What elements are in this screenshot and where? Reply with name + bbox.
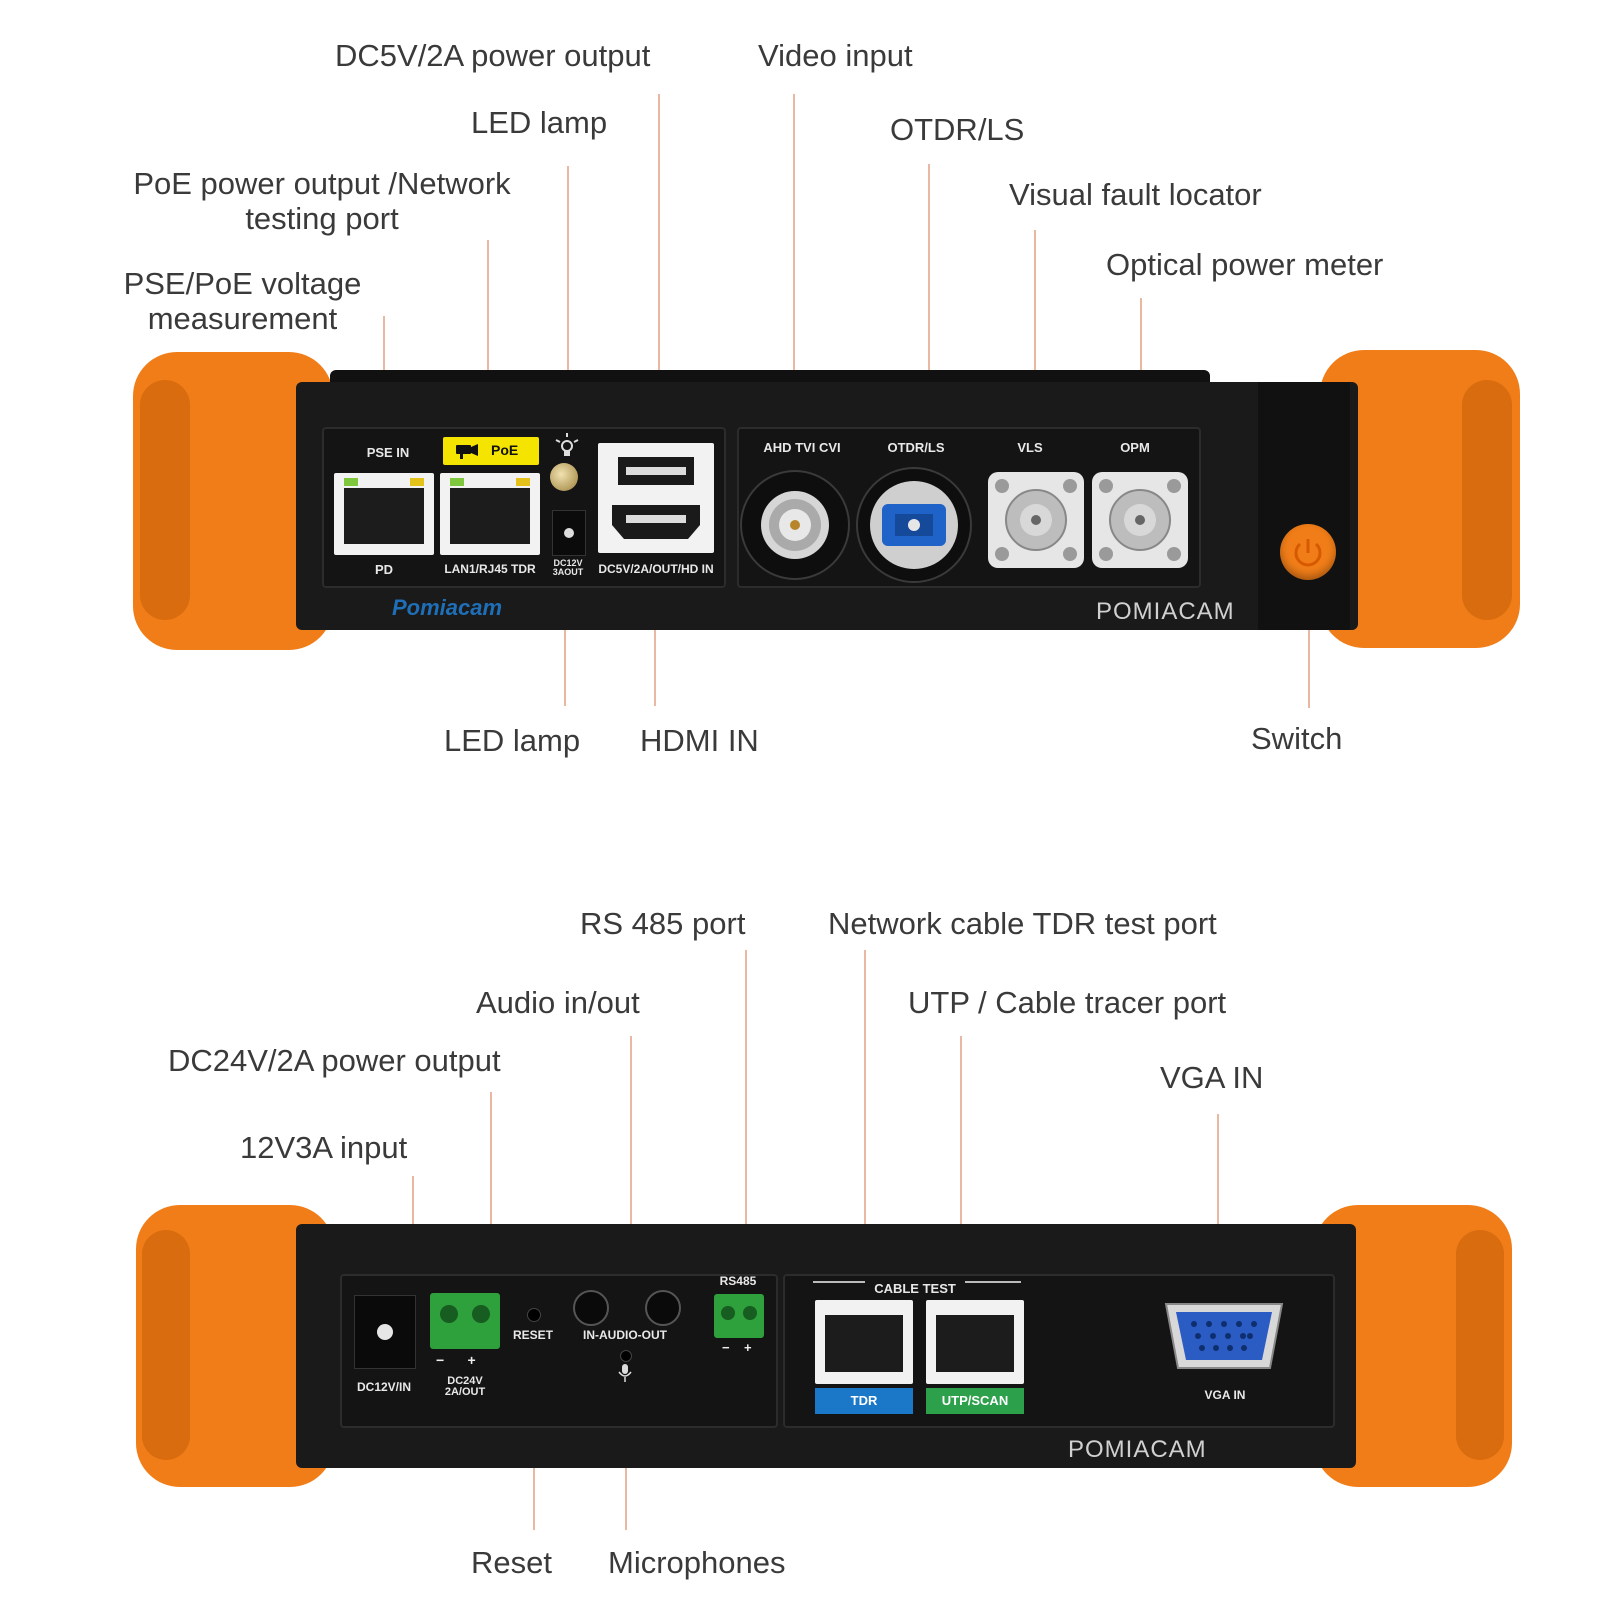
dc24v-polarity: − +: [436, 1352, 476, 1368]
opm-fc-connector[interactable]: [1092, 472, 1188, 568]
label-dc12v-out: DC12V 3AOUT: [552, 558, 584, 577]
label-pse-in: PSE IN: [366, 445, 410, 460]
leader-network-tdr: [864, 950, 866, 1270]
callout-visual-fault-locator: Visual fault locator: [1009, 177, 1262, 212]
label-tdr: TDR: [850, 1393, 878, 1408]
leader-rs485: [745, 950, 747, 1266]
callout-poe-network-port: PoE power output /Network testing port: [112, 166, 532, 236]
label-vga-in: VGA IN: [1204, 1388, 1246, 1402]
callout-dc24v-power-output: DC24V/2A power output: [168, 1043, 501, 1078]
label-opm: OPM: [1120, 440, 1150, 455]
vls-fc-connector[interactable]: [988, 472, 1084, 568]
leader-opm: [1140, 298, 1142, 416]
callout-poe-network-line2: testing port: [245, 201, 399, 236]
label-vls: VLS: [1017, 440, 1043, 455]
hdmi-port[interactable]: [612, 505, 700, 539]
label-dc24v-out: DC24V 2A/OUT: [444, 1375, 486, 1398]
callout-12v3a-input: 12V3A input: [240, 1130, 408, 1165]
callout-hdmi-in: HDMI IN: [640, 723, 759, 758]
callout-led-lamp-bottom: LED lamp: [444, 723, 581, 758]
vga-in-port[interactable]: [1162, 1300, 1286, 1372]
usb-port[interactable]: [618, 457, 694, 485]
label-reset: RESET: [512, 1328, 553, 1342]
watermark-top: POMIACAM: [1096, 598, 1235, 625]
label-pd: PD: [374, 562, 394, 577]
callout-vga-in: VGA IN: [1160, 1060, 1264, 1095]
lan1-rj45-port[interactable]: [440, 473, 540, 555]
reset-pinhole[interactable]: [527, 1308, 541, 1322]
leader-pse-poe: [383, 316, 385, 416]
audio-out-jack[interactable]: [645, 1290, 681, 1326]
callout-rs485-port: RS 485 port: [580, 906, 746, 941]
leader-utp: [960, 1036, 962, 1270]
leader-audio: [630, 1036, 632, 1274]
microphone-hole: [620, 1350, 632, 1362]
tdr-badge: TDR: [815, 1388, 913, 1414]
poe-badge-label: PoE: [491, 442, 519, 458]
tdr-rj45-port[interactable]: [815, 1300, 913, 1384]
bnc-video-connector[interactable]: [740, 470, 850, 580]
leader-switch: [1308, 590, 1310, 708]
label-cable-test: CABLE TEST: [865, 1281, 965, 1296]
poe-badge: PoE: [443, 437, 539, 465]
utp-scan-rj45-port[interactable]: [926, 1300, 1024, 1384]
callout-led-lamp-top: LED lamp: [471, 105, 608, 140]
leader-led-lamp-top: [567, 166, 569, 416]
dc12v-in-jack[interactable]: [354, 1295, 416, 1369]
left-bumper-shade-bottom: [142, 1230, 190, 1460]
microphone-icon: [618, 1364, 632, 1382]
leader-dc24v: [490, 1092, 492, 1274]
label-rs485: RS485: [719, 1274, 757, 1288]
leader-vfl: [1034, 230, 1036, 416]
label-otdr-ls: OTDR/LS: [887, 440, 945, 455]
power-switch-button[interactable]: [1280, 524, 1336, 580]
label-dc12v-in: DC12V/IN: [356, 1380, 412, 1394]
label-dc5v-out-hd-in: DC5V/2A/OUT/HD IN: [598, 562, 714, 576]
callout-dc5v-power-output: DC5V/2A power output: [335, 38, 651, 73]
pse-in-rj45-port[interactable]: [334, 473, 434, 555]
callout-optical-power-meter: Optical power meter: [1106, 247, 1384, 282]
label-lan1-rj45-tdr: LAN1/RJ45 TDR: [444, 562, 536, 576]
label-utp-scan: UTP/SCAN: [941, 1393, 1009, 1408]
led-lamp: [550, 463, 578, 491]
right-bumper-shade-top: [1462, 380, 1512, 620]
rs485-terminal-block[interactable]: [714, 1294, 764, 1338]
leader-dc5v: [658, 94, 660, 416]
callout-network-cable-tdr: Network cable TDR test port: [828, 906, 1217, 941]
dc24v-terminal-block[interactable]: [430, 1293, 500, 1349]
callout-pse-poe-line2: measurement: [147, 301, 338, 336]
dc12v-out-jack[interactable]: [552, 510, 586, 556]
callout-pse-poe-line1: PSE/PoE voltage: [123, 266, 362, 301]
rs485-polarity: − +: [722, 1340, 752, 1355]
callout-pse-poe-voltage: PSE/PoE voltage measurement: [110, 266, 375, 336]
leader-vga: [1217, 1114, 1219, 1278]
callout-audio-in-out: Audio in/out: [476, 985, 640, 1020]
callout-poe-network-line1: PoE power output /Network: [133, 166, 511, 201]
otdr-sc-connector[interactable]: [855, 466, 973, 584]
watermark-bottom: POMIACAM: [1068, 1436, 1207, 1463]
usb-hdmi-block: [598, 443, 714, 553]
label-ahd-tvi-cvi: AHD TVI CVI: [763, 440, 841, 455]
switch-housing: [1258, 382, 1350, 630]
lamp-icon: [555, 433, 579, 456]
callout-microphones: Microphones: [608, 1545, 786, 1580]
callout-video-input: Video input: [758, 38, 913, 73]
brand-logo: Pomiacam: [392, 595, 503, 620]
callout-switch: Switch: [1251, 721, 1343, 756]
callout-reset: Reset: [471, 1545, 552, 1580]
callout-utp-cable-tracer: UTP / Cable tracer port: [908, 985, 1227, 1020]
right-bumper-shade-bottom: [1456, 1230, 1504, 1460]
leader-poe-network: [487, 240, 489, 416]
left-bumper-shade-top: [140, 380, 190, 620]
leader-otdr-ls: [928, 164, 930, 416]
callout-otdr-ls: OTDR/LS: [890, 112, 1025, 147]
leader-hdmi-in: [654, 592, 656, 706]
utp-scan-badge: UTP/SCAN: [926, 1388, 1024, 1414]
leader-video-input: [793, 94, 795, 416]
audio-in-jack[interactable]: [573, 1290, 609, 1326]
leader-led-lamp-bottom: [564, 592, 566, 706]
camera-icon: [456, 444, 478, 459]
power-icon: [1294, 539, 1322, 567]
label-in-audio-out: IN-AUDIO-OUT: [583, 1328, 667, 1342]
